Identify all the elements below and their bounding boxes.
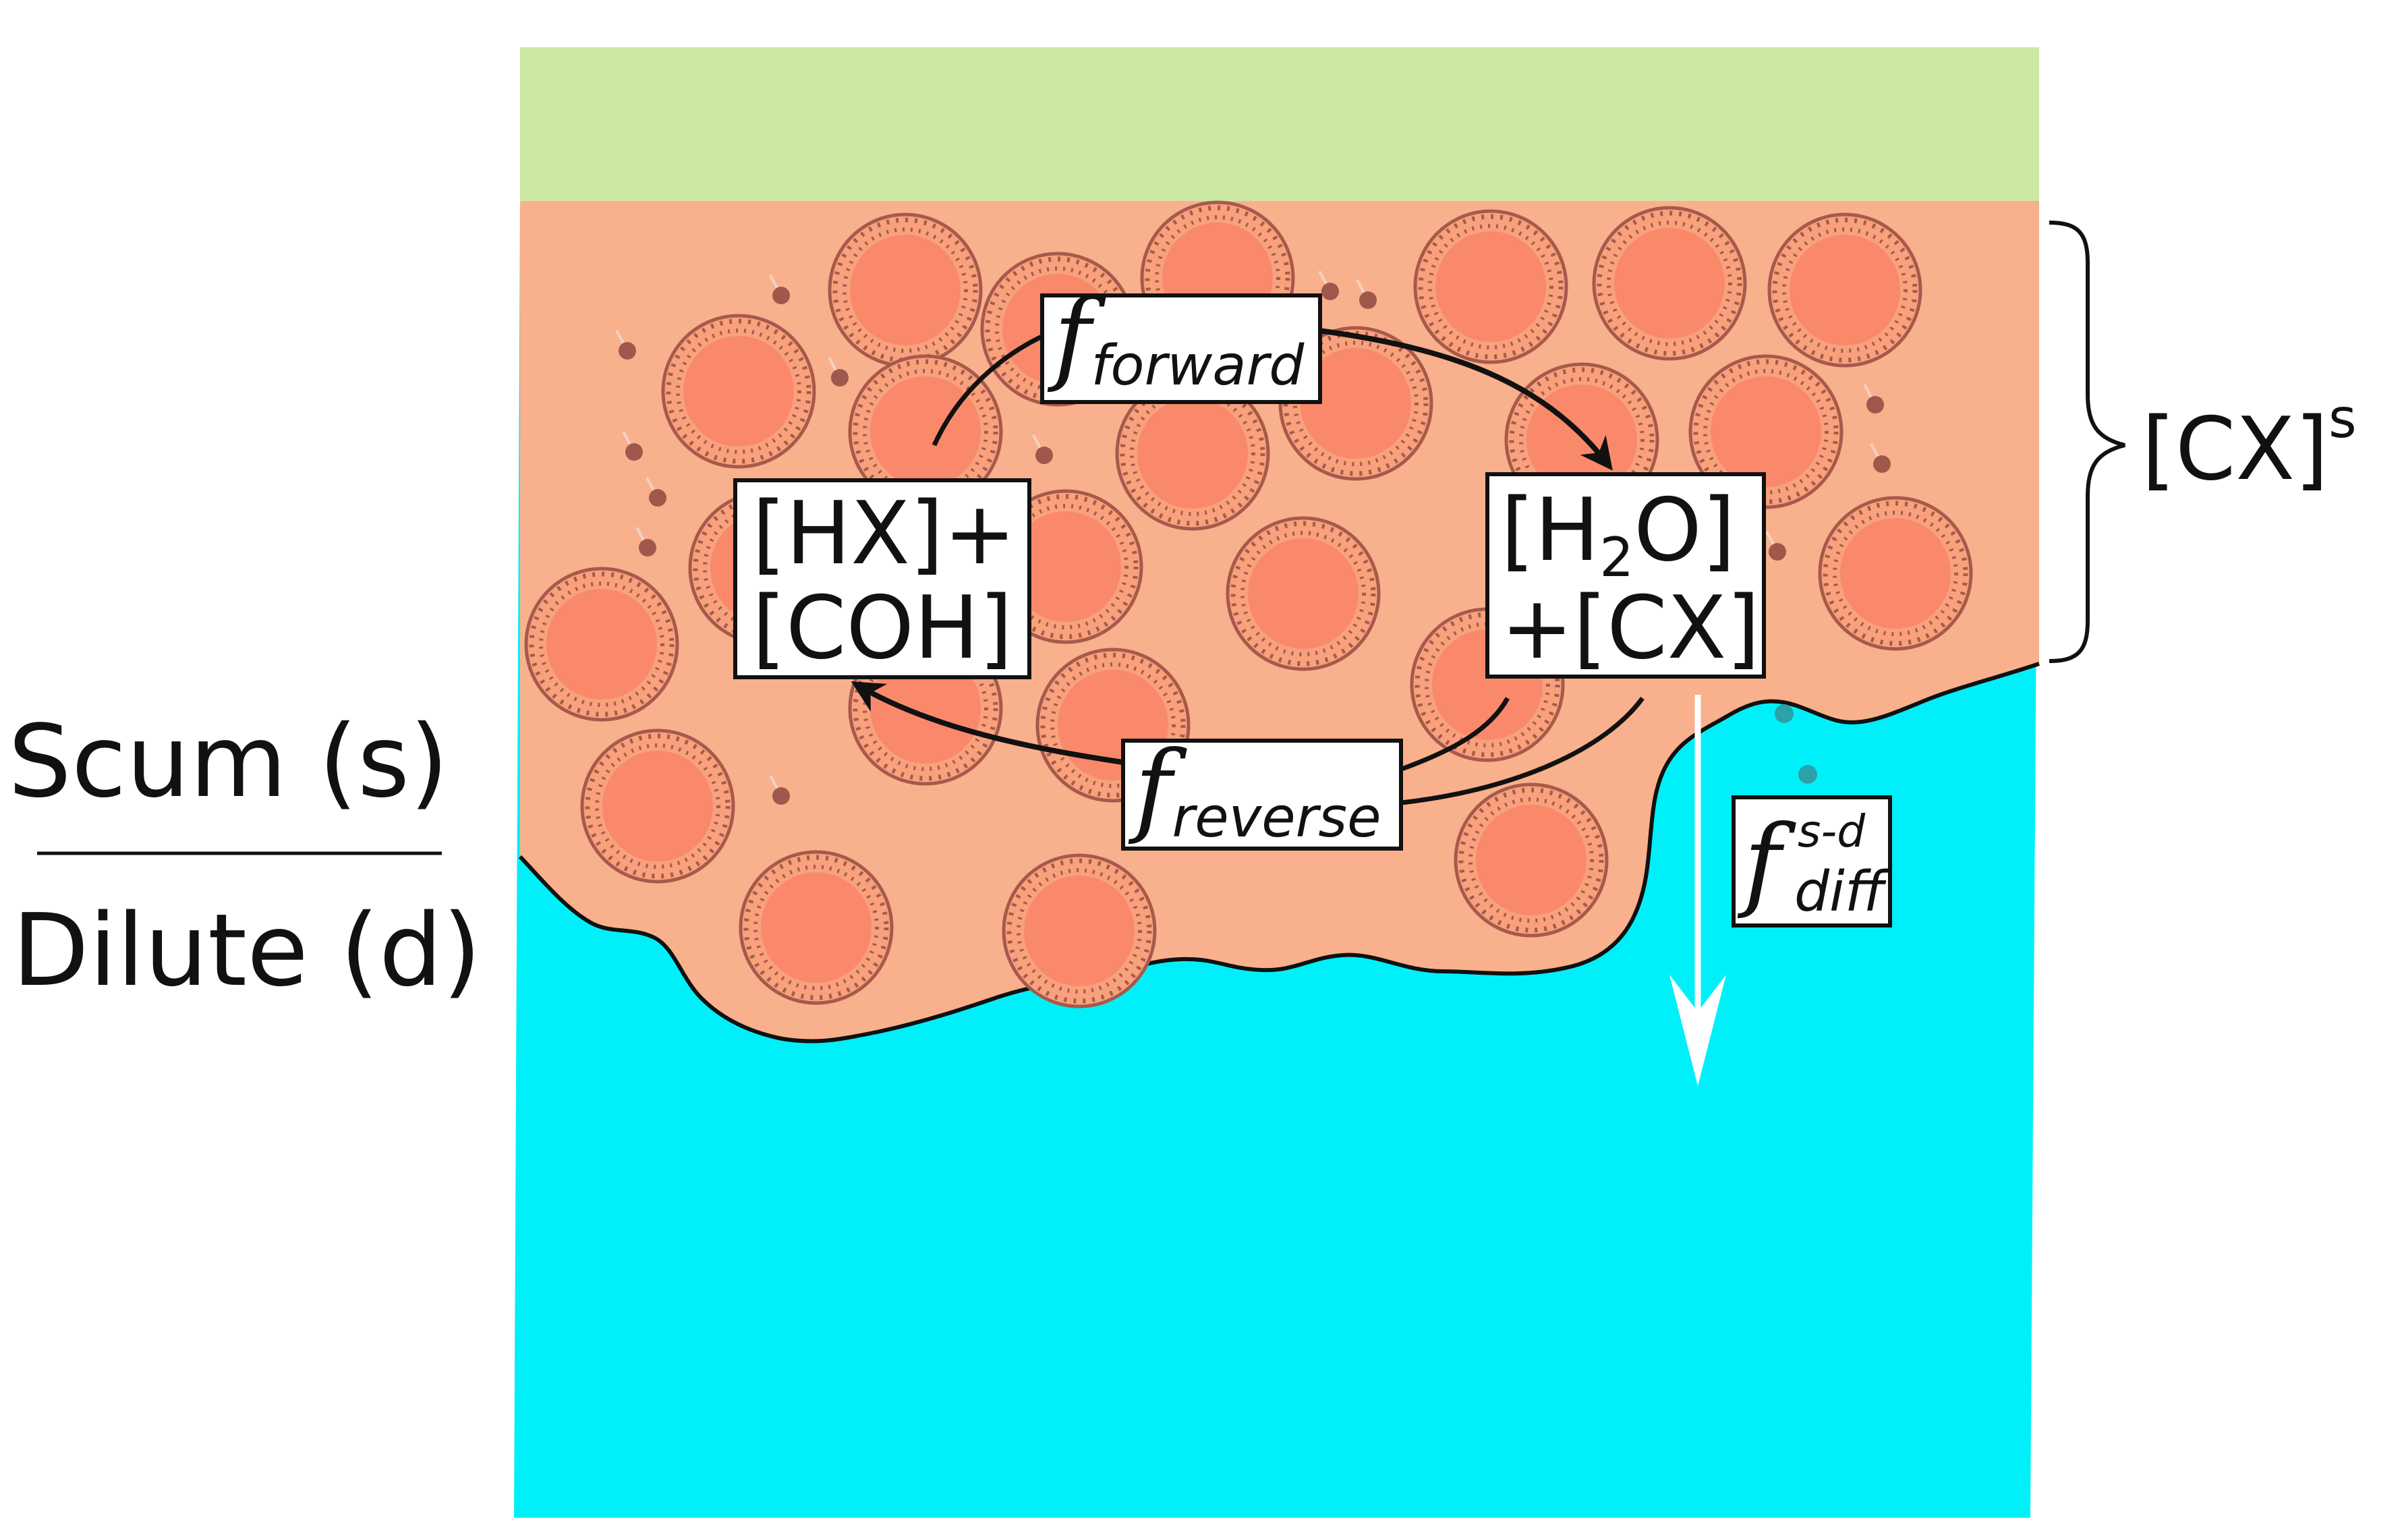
scum-label: Scum (s) — [8, 704, 449, 820]
vesicle-cell-icon — [1228, 518, 1379, 669]
diffusion-flux-sub: diff — [1794, 860, 1890, 924]
reactants-line2: [COH] — [752, 578, 1012, 679]
reactants-box — [733, 478, 1031, 679]
forward-flux-box — [1040, 293, 1322, 404]
molecule-dot-icon — [1775, 704, 1794, 723]
diffusion-flux-sup: s-d — [1798, 805, 1866, 857]
molecule-dot-icon — [1798, 765, 1817, 784]
diffusion-arrowhead — [1669, 975, 1726, 1086]
reactants-line1: [HX]+ — [752, 484, 1016, 584]
vesicle-cell-icon — [1004, 855, 1155, 1006]
vesicle-cell-icon — [663, 316, 814, 467]
vesicle-cell-icon — [1594, 208, 1745, 359]
vesicle-cell-icon — [1456, 785, 1607, 936]
vesicle-cell-icon — [1769, 215, 1920, 366]
reverse-flux-label: freverse — [1128, 730, 1381, 850]
reverse-arrow-arc-outer — [1401, 696, 1645, 805]
top-layer — [520, 47, 2039, 201]
vesicle-cell-icon — [741, 852, 892, 1003]
vesicle-cell-icon — [526, 569, 677, 720]
vesicle-cell-icon — [830, 215, 981, 366]
products-line2: +[CX] — [1501, 578, 1760, 679]
bracket-label: [CX]s — [2142, 387, 2357, 500]
reverse-arrow — [851, 681, 1124, 765]
diffusion-flux-box — [1732, 795, 1892, 928]
forward-flux-label: fforward — [1047, 278, 1305, 398]
scum-dilute-interface — [518, 662, 2040, 1044]
particles-group — [615, 270, 1892, 806]
products-line1: [H2O] — [1501, 480, 1736, 589]
forward-arrow — [1318, 328, 1613, 471]
vesicle-cell-icon — [1820, 498, 1971, 649]
dilute-label: Dilute (d) — [12, 892, 482, 1008]
vesicle-cell-icon — [582, 731, 733, 882]
vesicle-cell-icon — [1415, 211, 1566, 362]
reverse-arrow-arc-inner — [1400, 697, 1510, 772]
curly-brace — [2049, 221, 2125, 663]
products-box — [1485, 472, 1766, 679]
reverse-flux-box — [1121, 739, 1403, 851]
